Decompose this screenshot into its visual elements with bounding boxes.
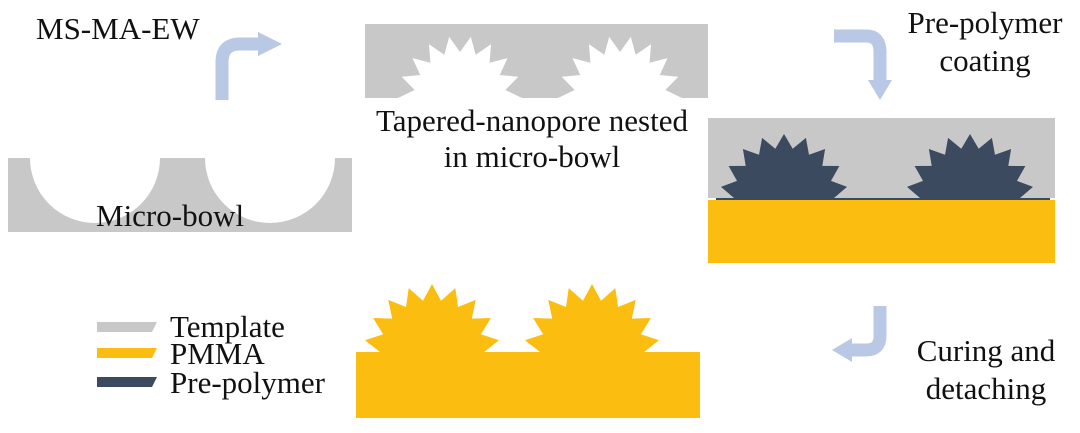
legend-label-pmma: PMMA bbox=[170, 336, 265, 371]
curing-detaching-label-line1: Curing and bbox=[916, 333, 1056, 368]
tapered-nanopore-template bbox=[365, 24, 708, 98]
curing-detaching-label-line2: detaching bbox=[925, 371, 1047, 406]
tapered-nanopore-label-line1: Tapered-nanopore nested bbox=[376, 103, 688, 138]
pre-polymer-layer bbox=[716, 134, 1050, 200]
legend-label-pre-polymer: Pre-polymer bbox=[170, 365, 325, 400]
curved-arrow-right-icon bbox=[215, 32, 282, 100]
legend-label-template: Template bbox=[170, 309, 285, 344]
legend-swatch-template bbox=[97, 322, 157, 332]
tapered-nanopore-label-line2: in micro-bowl bbox=[443, 139, 621, 174]
curved-arrow-left-icon bbox=[832, 306, 887, 362]
legend-swatch-pre-polymer bbox=[97, 377, 157, 387]
legend-swatch-pmma bbox=[97, 348, 157, 358]
micro-bowl-template bbox=[8, 158, 352, 232]
pre-polymer-coating-label-line1: Pre-polymer bbox=[907, 5, 1063, 40]
pre-polymer-coating-label-line2: coating bbox=[939, 43, 1031, 78]
curved-arrow-down-icon bbox=[834, 29, 892, 100]
final-pmma-structure bbox=[356, 284, 700, 418]
process-label: MS-MA-EW bbox=[36, 11, 200, 46]
micro-bowl-label: Micro-bowl bbox=[96, 198, 245, 233]
pmma-substrate bbox=[708, 200, 1055, 263]
